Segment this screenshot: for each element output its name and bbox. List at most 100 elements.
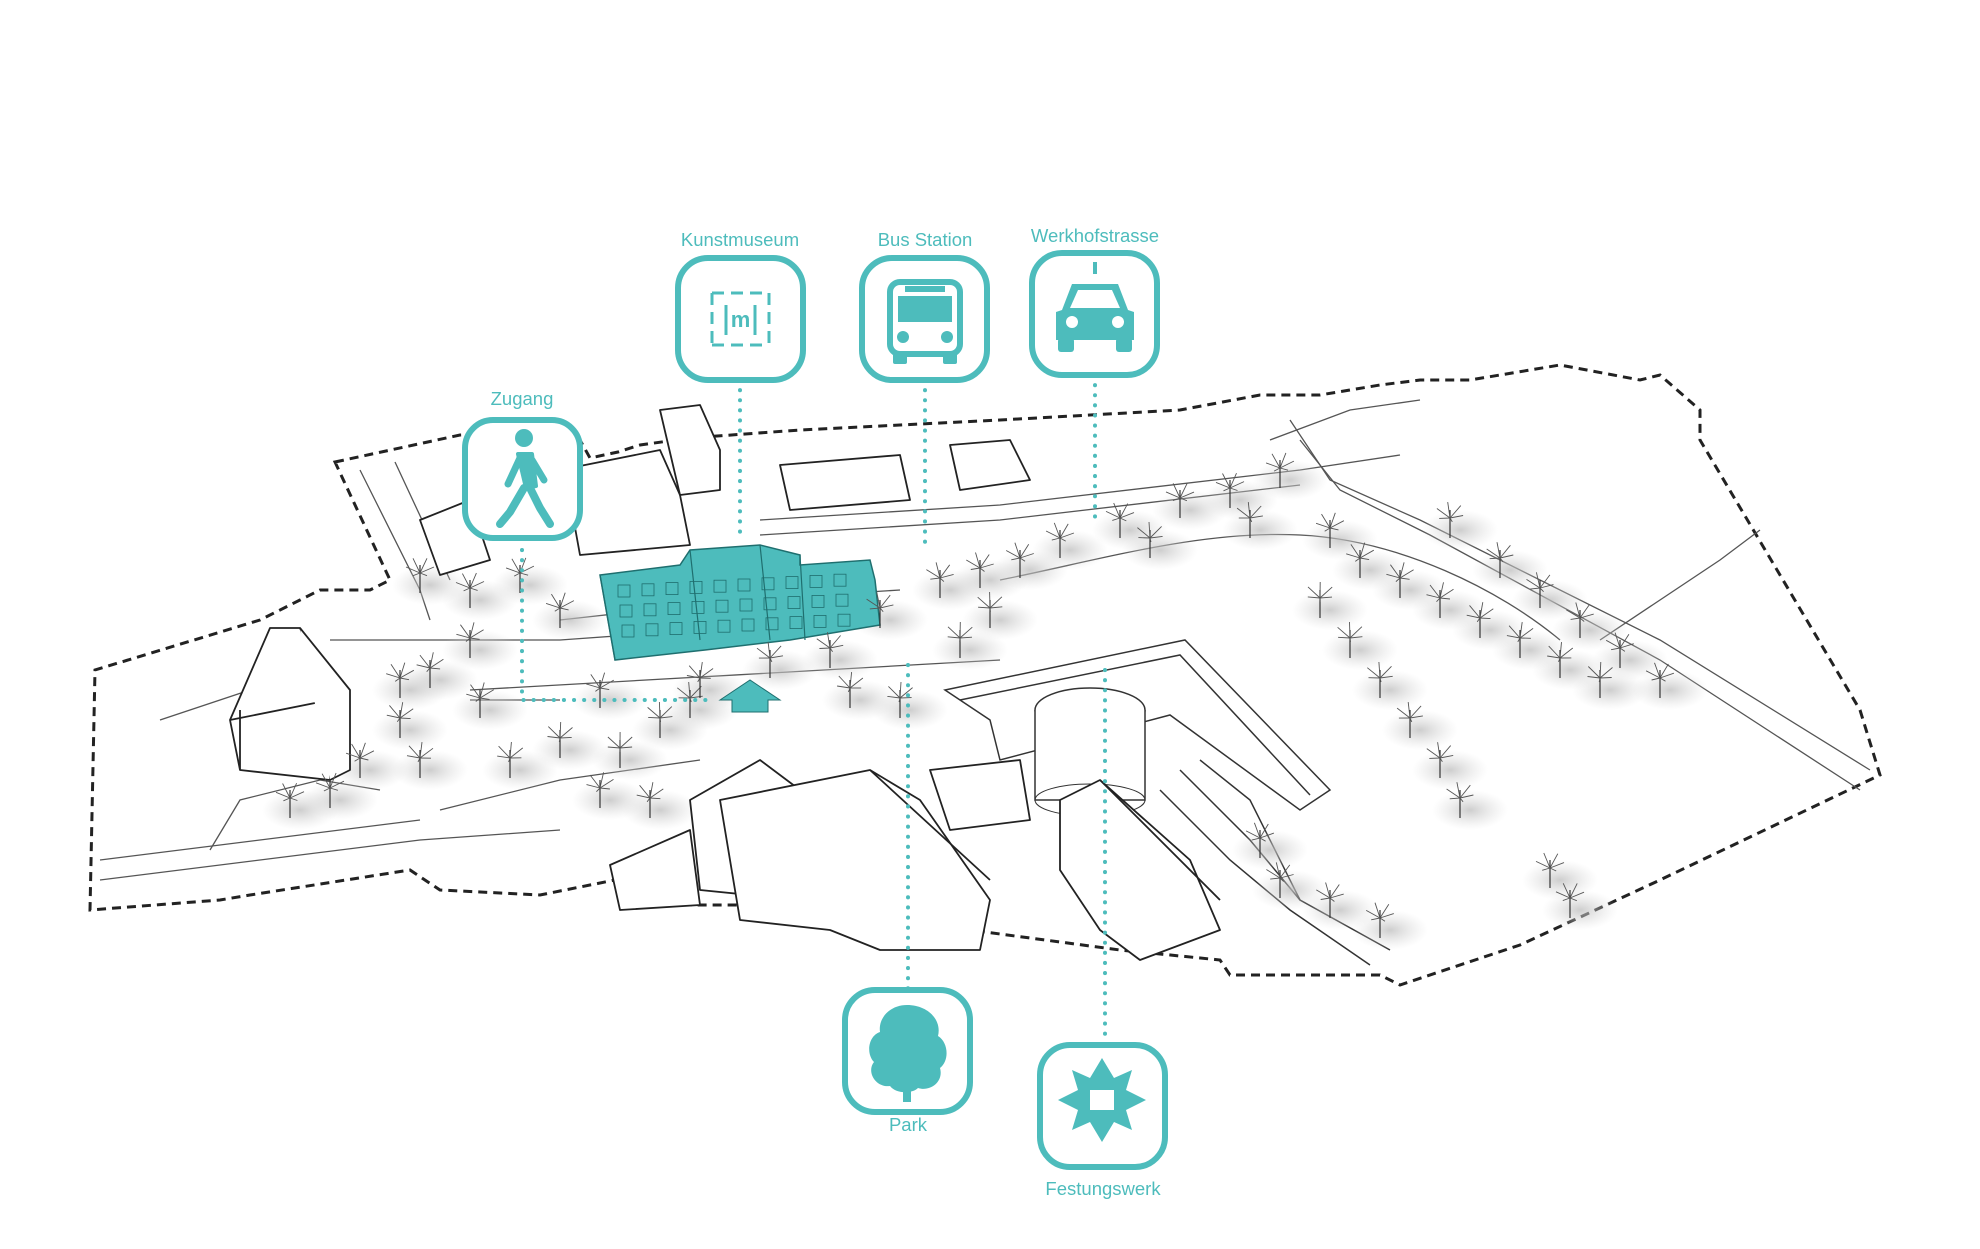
highlighted-building [599,544,881,661]
tree-shadow [302,780,378,820]
tree-sketch [947,621,973,658]
museum-window [641,583,655,597]
tree-sketch [1526,572,1554,608]
zugang-label: Zugang [491,388,554,409]
tree-sketch [1436,502,1464,538]
museum-window [669,622,683,635]
tree-sketch [1346,542,1375,578]
tree-sketch [1365,902,1394,938]
tree-shadow [1592,640,1668,680]
tree-sketch [816,632,844,668]
tree-shadow [1552,610,1628,650]
tree-sketch [1367,661,1393,698]
museum-window [809,575,823,588]
tree-sketch [406,742,434,778]
tree-sketch [1486,542,1514,578]
tree-sketch [275,783,305,818]
museum-window [837,613,851,627]
car-icon [1056,262,1134,352]
tree-sketch [647,701,673,738]
museum-window [789,616,803,629]
tree-sketch [1315,512,1345,548]
tree-sketch [1555,883,1585,918]
tree-sketch [416,652,444,688]
werkhofstrasse-badge: Werkhofstrasse [1029,225,1160,378]
tree-sketch [547,721,573,758]
tree-shadow [532,730,608,770]
museum-window [713,579,727,593]
pedestrian-icon [496,429,554,528]
museum-window [717,619,731,633]
tree-sketch [586,672,615,708]
museum-window [689,581,703,594]
tree-sketch [1386,562,1414,598]
tree-shadow [872,690,948,730]
tree-shadow [452,690,528,730]
museum-window [643,603,657,617]
museum-window [813,615,827,628]
tree-sketch [586,772,614,808]
tree-sketch [1446,782,1474,818]
tree-shadow [442,630,518,670]
tree-sketch [966,552,994,588]
tree-sketch [837,672,864,708]
tree-sketch [1587,661,1613,698]
tree-shadow [802,640,878,680]
tree-sketch [1266,862,1294,898]
buildings [229,404,1221,961]
tree-sketch [926,562,954,598]
tree-sketch [1506,622,1534,658]
tree-sketch [1566,602,1594,638]
tree-sketch [466,682,494,718]
tree-shadow [1422,510,1498,550]
tree-sketch [455,572,485,608]
entrance-arrow [718,679,782,713]
tree-sketch [1535,852,1565,888]
tree-sketch [1396,702,1423,738]
festungswerk-label: Festungswerk [1045,1178,1161,1199]
connector-lines [520,373,1107,1042]
tree-sketch [1105,502,1135,538]
festungswerk-badge: Festungswerk [1037,1042,1168,1199]
tree-shadow [572,680,648,720]
museum-window [811,595,825,608]
tree-sketch [1005,542,1034,578]
museum-window [763,597,777,611]
tree-sketch [315,772,345,808]
tree-sketch [1307,581,1333,618]
museum-window [693,621,707,634]
tree-sketch [887,681,913,718]
tree-sketch [1466,602,1494,638]
tree-shadow [592,740,668,780]
tree-sketch [1236,502,1263,538]
tree-shadow [1412,750,1488,790]
museum-window [617,584,631,598]
museum-window [691,601,705,614]
zugang-badge: Zugang [462,388,583,541]
tree-shadow [1322,630,1398,670]
tree-sketch [756,642,784,678]
tree-sketch [1215,473,1245,508]
museum-window [667,602,681,615]
museum-window [621,624,635,638]
tree-sketch [1645,662,1675,698]
tree-shadow [372,710,448,750]
tree-sketch [1426,582,1454,618]
tree-shadow [1122,530,1198,570]
tree-shadow [1352,910,1428,950]
tree-shadow [1292,590,1368,630]
museum-window [785,576,799,589]
tree-shadow [622,790,698,830]
tree-shadow [1032,530,1108,570]
tree-shadow [1512,580,1588,620]
svg-text:m: m [731,307,751,332]
trees [275,452,1675,938]
tree-sketch [386,662,415,698]
tree-shadow [1632,670,1708,710]
museum-window [741,618,755,632]
tree-sketch [1265,452,1295,488]
park-badge: Park [842,987,973,1135]
tree-sketch [1165,483,1195,518]
tree-sketch [1045,522,1075,558]
tree-shadow [392,750,468,790]
